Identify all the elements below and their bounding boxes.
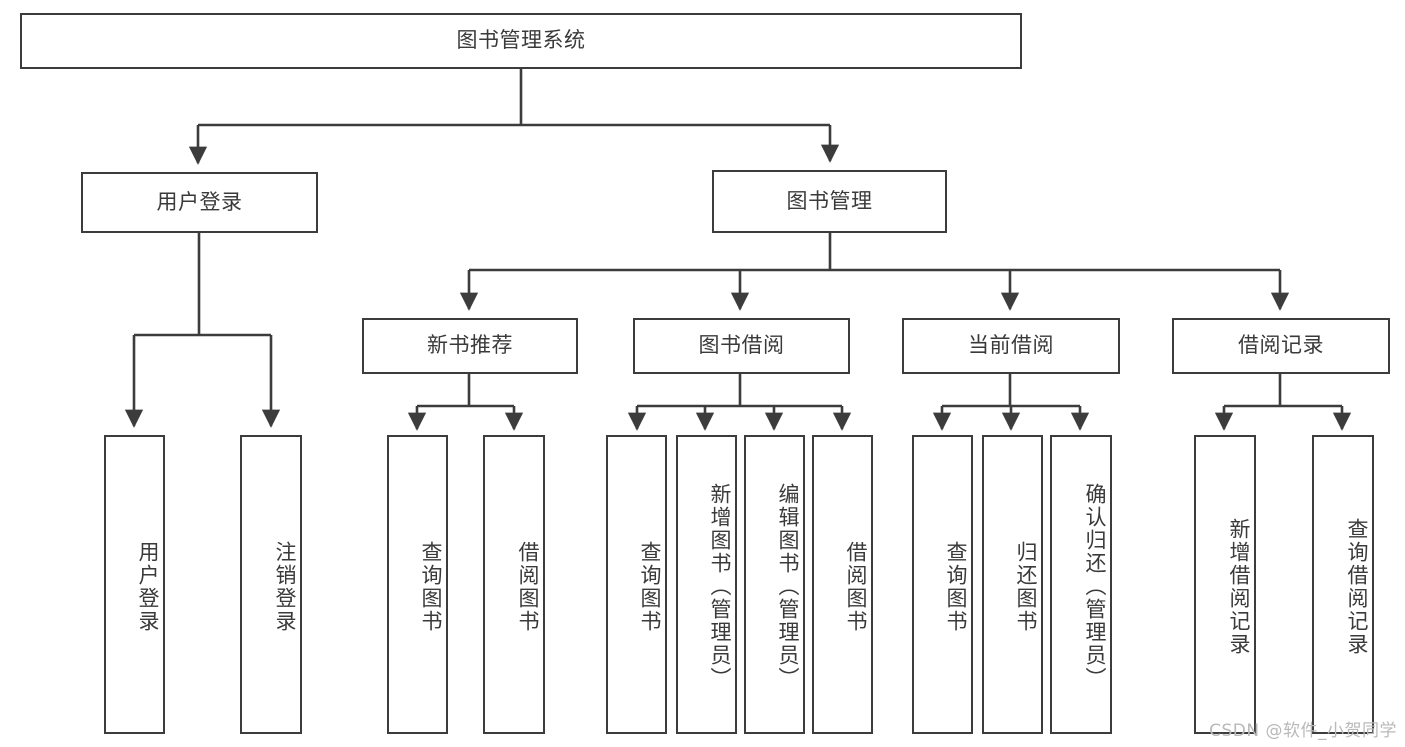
node-root[interactable]: 图书管理系统 bbox=[20, 13, 1022, 69]
leaf-add-book-admin[interactable]: 新增图书（管理员） bbox=[676, 435, 737, 734]
leaf-query-book-borrow[interactable]: 查询图书 bbox=[606, 435, 667, 734]
leaf-confirm-return-admin-label: 确认归还（管理员） bbox=[1083, 483, 1107, 690]
leaf-borrow-book[interactable]: 借阅图书 bbox=[812, 435, 873, 734]
node-current-borrow-label: 当前借阅 bbox=[968, 333, 1054, 358]
leaf-query-book-newbook[interactable]: 查询图书 bbox=[387, 435, 448, 734]
node-book-management[interactable]: 图书管理 bbox=[712, 170, 947, 233]
node-current-borrow[interactable]: 当前借阅 bbox=[902, 318, 1120, 374]
leaf-query-book-current-label: 查询图书 bbox=[944, 540, 968, 633]
leaf-return-book[interactable]: 归还图书 bbox=[982, 435, 1043, 734]
leaf-query-borrow-record[interactable]: 查询借阅记录 bbox=[1312, 435, 1374, 734]
leaf-return-book-label: 归还图书 bbox=[1014, 540, 1038, 633]
node-user-login-label: 用户登录 bbox=[156, 189, 243, 214]
leaf-edit-book-admin-label: 编辑图书（管理员） bbox=[776, 483, 800, 690]
node-borrow-records[interactable]: 借阅记录 bbox=[1172, 318, 1390, 374]
leaf-query-book-current[interactable]: 查询图书 bbox=[912, 435, 973, 734]
node-new-book-recommend[interactable]: 新书推荐 bbox=[362, 318, 578, 374]
leaf-logout[interactable]: 注销登录 bbox=[240, 435, 302, 734]
leaf-add-borrow-record[interactable]: 新增借阅记录 bbox=[1194, 435, 1256, 734]
node-new-book-recommend-label: 新书推荐 bbox=[427, 333, 513, 358]
leaf-user-login-label: 用户登录 bbox=[136, 540, 160, 633]
node-book-borrow-label: 图书借阅 bbox=[698, 333, 785, 358]
leaf-borrow-book-label: 借阅图书 bbox=[844, 540, 868, 633]
node-user-login[interactable]: 用户登录 bbox=[81, 172, 318, 233]
leaf-borrow-book-newbook-label: 借阅图书 bbox=[516, 540, 540, 633]
leaf-query-book-borrow-label: 查询图书 bbox=[638, 540, 662, 633]
node-book-management-label: 图书管理 bbox=[786, 188, 873, 213]
leaf-query-borrow-record-label: 查询借阅记录 bbox=[1345, 517, 1369, 656]
leaf-confirm-return-admin[interactable]: 确认归还（管理员） bbox=[1050, 435, 1112, 734]
leaf-logout-label: 注销登录 bbox=[273, 540, 297, 633]
leaf-user-login[interactable]: 用户登录 bbox=[104, 435, 165, 734]
leaf-edit-book-admin[interactable]: 编辑图书（管理员） bbox=[744, 435, 805, 734]
leaf-borrow-book-newbook[interactable]: 借阅图书 bbox=[483, 435, 545, 734]
node-root-label: 图书管理系统 bbox=[456, 28, 586, 53]
node-borrow-records-label: 借阅记录 bbox=[1238, 333, 1324, 358]
leaf-query-book-newbook-label: 查询图书 bbox=[419, 540, 443, 633]
node-book-borrow[interactable]: 图书借阅 bbox=[633, 318, 850, 374]
leaf-add-borrow-record-label: 新增借阅记录 bbox=[1227, 517, 1251, 656]
leaf-add-book-admin-label: 新增图书（管理员） bbox=[708, 483, 732, 690]
